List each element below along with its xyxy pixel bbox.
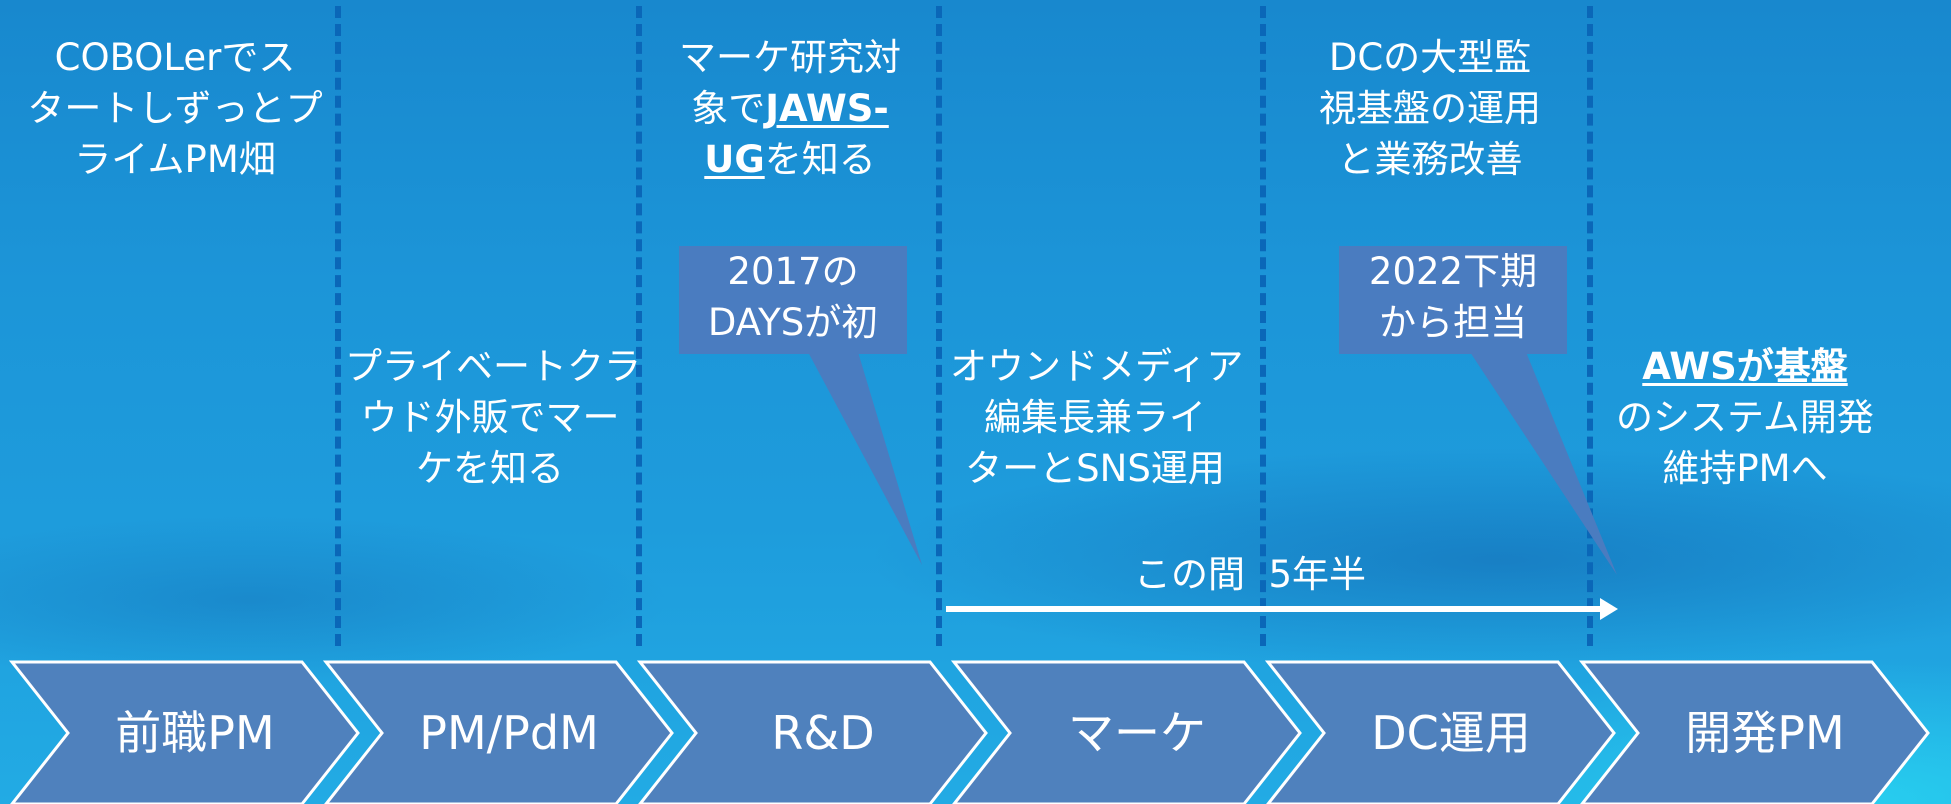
desc-line: 視基盤の運用 [1319,87,1541,130]
span-label: この間 5年半 [1133,553,1367,596]
desc-line: マーケ研究対 [679,36,901,79]
desc-pm-pdm: プライベートクラ ウド外販でマー ケを知る [345,341,641,494]
desc-line: 維持PMへ [1662,447,1828,490]
desc-dc: DCの大型監 視基盤の運用 と業務改善 [1285,32,1575,185]
phase-label-dev-pm: 開発PM [1685,706,1845,760]
chevron-marke[interactable] [950,660,1302,804]
jaws-ug-link[interactable]: UG [704,138,765,181]
desc-line: オウンドメディア [950,345,1244,388]
callout-line: DAYSが初 [707,301,879,344]
phase-label-rnd: R&D [771,706,875,760]
phase-label-prev-pm: 前職PM [115,706,275,760]
callout-shimoki: 2022下期 から担当 [1339,246,1567,354]
phase-label-dc: DC運用 [1371,706,1531,760]
callout-line: から担当 [1379,301,1527,344]
desc-line: 編集長兼ライ [984,396,1206,439]
desc-line: DCの大型監 [1328,36,1532,79]
desc-prev-pm: COBOLerでス タートしずっとプ ライムPM畑 [20,32,330,185]
span-arrow-line [946,606,1606,612]
desc-line: COBOLerでス [54,36,296,79]
desc-marke: オウンドメディア 編集長兼ライ ターとSNS運用 [950,341,1244,494]
desc-text: を知る [764,138,876,181]
chevron-pm-pdm[interactable] [322,660,674,804]
desc-line: タートしずっとプ [27,87,323,130]
desc-text: 象で [691,87,766,130]
desc-line: ターとSNS運用 [965,447,1225,490]
desc-line: のシステム開発 [1616,396,1874,439]
desc-rnd: マーケ研究対 象でJAWS- UGを知る [650,32,930,185]
callout-line: 2017の [727,250,859,293]
desc-dev-pm: AWSが基盤 のシステム開発 維持PMへ [1600,341,1890,494]
desc-line: 象でJAWS- [650,83,930,134]
chevron-dc[interactable] [1264,660,1616,804]
callout-tail-days [808,352,922,565]
desc-line: ケを知る [416,447,564,490]
span-arrow-head [1600,598,1618,620]
callout-tail-shimoki [1470,352,1617,575]
chevron-rnd[interactable] [636,660,988,804]
phase-separator [1587,6,1593,646]
phase-separator [636,6,642,646]
desc-line: ウド外販でマー [360,396,620,439]
phase-label-pm-pdm: PM/PdM [419,706,599,760]
desc-line: ライムPM畑 [74,138,276,181]
phase-separator [1260,6,1266,646]
phase-separator [936,6,942,646]
chevron-prev-pm[interactable] [8,660,360,804]
callout-line: 2022下期 [1368,250,1538,293]
jaws-ug-link[interactable]: JAWS- [765,87,889,130]
callout-days: 2017の DAYSが初 [679,246,907,354]
aws-highlight: AWSが基盤 [1642,345,1848,388]
phase-separator [335,6,341,646]
phase-label-marke: マーケ [1068,706,1206,760]
desc-line: UGを知る [650,134,930,185]
chevron-dev-pm[interactable] [1578,660,1930,804]
desc-line: プライベートクラ [345,345,641,388]
chevron-row [8,660,1930,804]
desc-line: と業務改善 [1337,138,1523,181]
